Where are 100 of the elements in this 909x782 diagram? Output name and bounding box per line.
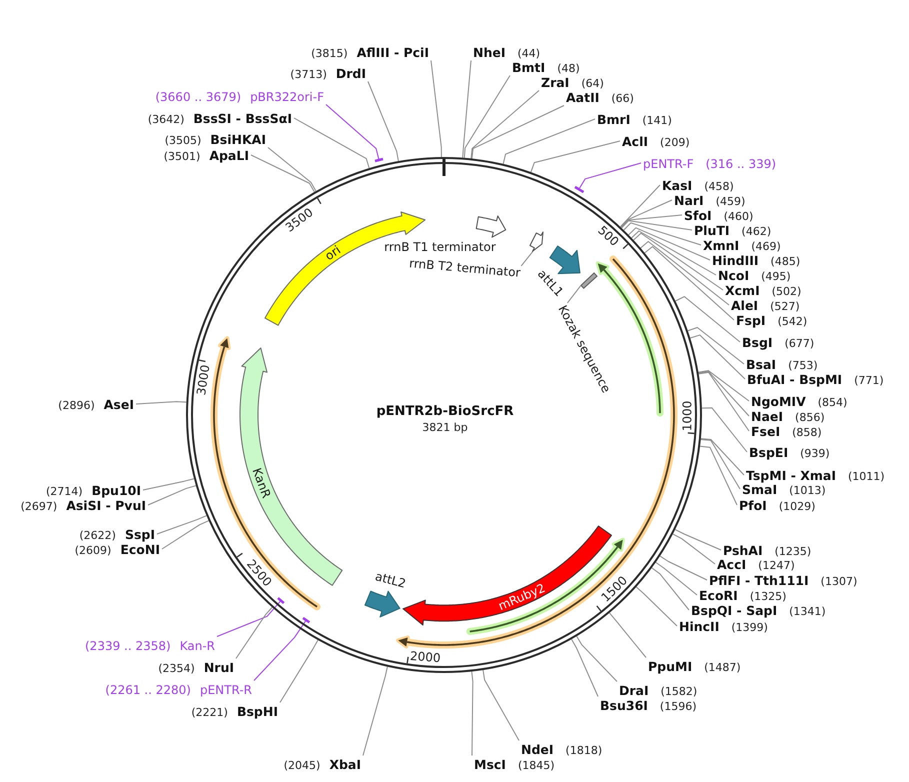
- cut-site-position: (3505): [164, 132, 202, 148]
- leader-line: [609, 612, 646, 658]
- cut-site-position: (2622): [79, 528, 116, 542]
- cut-site-position: (527): [770, 298, 800, 314]
- cut-site-position: (2896): [58, 398, 95, 412]
- leader-line: [636, 586, 678, 626]
- cut-site-position: (2714): [46, 484, 83, 498]
- leader-line: [620, 200, 672, 228]
- enzyme-name: FseI: [751, 424, 780, 438]
- cut-site-position: (1011): [848, 468, 885, 484]
- leader-line: [660, 556, 708, 580]
- enzyme-name: NaeI: [751, 408, 784, 424]
- enzyme-name: BssSI - BssSαI: [193, 110, 292, 126]
- cut-site-position: (2609): [74, 542, 112, 558]
- leader-line: [216, 601, 281, 637]
- leader-line: [633, 232, 724, 290]
- primer-marker: [301, 616, 312, 624]
- leader-line: [698, 370, 750, 416]
- tick-label: 1000: [680, 400, 694, 431]
- leader-line: [631, 230, 716, 276]
- enzyme-name: BmtI: [512, 60, 546, 74]
- leader-line: [148, 485, 196, 506]
- feature-block: [535, 244, 582, 300]
- enzyme-name: ZraI: [541, 74, 570, 90]
- enzyme-name: DrdI: [336, 66, 366, 80]
- cut-site-position: (462): [742, 224, 772, 238]
- enzyme-name: MscI: [474, 756, 506, 772]
- enzyme-name: XcmI: [725, 282, 760, 298]
- cut-site-position: (854): [818, 394, 848, 410]
- leader-line: [326, 104, 380, 160]
- primer-marker: [373, 157, 386, 164]
- cut-site-position: (3815): [311, 46, 348, 60]
- enzyme-name: NheI: [473, 44, 506, 60]
- leader-line: [520, 251, 534, 266]
- primer-range: (2339 .. 2358): [85, 638, 171, 654]
- terminator-block: [529, 231, 544, 253]
- enzyme-name: BspHI: [236, 704, 278, 718]
- enzyme-name: TspMI - XmaI: [746, 468, 836, 482]
- leader-line: [471, 671, 474, 756]
- tick-label: 3000: [194, 364, 213, 396]
- cut-site-position: (1341): [789, 604, 826, 618]
- enzyme-name: EcoNI: [120, 542, 160, 556]
- cut-site-position: (458): [704, 178, 734, 194]
- enzyme-name: BsaI: [746, 356, 776, 372]
- enzyme-name: AleI: [731, 298, 758, 312]
- enzyme-name: EcoRI: [699, 588, 738, 602]
- feature-label: KanR: [249, 466, 274, 500]
- leader-line: [142, 478, 194, 490]
- leader-line: [687, 326, 744, 364]
- enzyme-name: PshAI: [723, 542, 763, 558]
- leader-line: [502, 118, 596, 164]
- cut-site-position: (459): [716, 194, 746, 208]
- enzyme-name: Bpu10I: [92, 482, 141, 498]
- leader-line: [640, 240, 730, 306]
- leader-line: [620, 214, 682, 228]
- cut-site-position: (141): [642, 112, 672, 128]
- enzyme-name: NarI: [674, 192, 704, 208]
- cut-site-position: (1235): [774, 544, 812, 558]
- leader-line: [698, 372, 750, 432]
- cut-site-position: (64): [581, 76, 604, 90]
- leader-line: [672, 534, 716, 564]
- cut-site-position: (485): [770, 254, 800, 268]
- leader-line: [530, 140, 620, 173]
- leader-line: [571, 638, 598, 697]
- feature-label: ori: [322, 242, 344, 264]
- leader-line: [700, 446, 738, 506]
- leader-line: [566, 285, 582, 304]
- plasmid-length: 3821 bp: [422, 421, 468, 434]
- enzyme-name: PluTI: [694, 222, 730, 238]
- cut-site-position: (495): [761, 268, 791, 284]
- cut-site-position: (48): [557, 60, 580, 76]
- enzyme-name: XmnI: [703, 238, 740, 252]
- enzyme-name: KasI: [662, 178, 692, 192]
- leader-line: [576, 636, 618, 682]
- enzyme-name: HincII: [679, 618, 720, 634]
- leader-line: [674, 529, 722, 550]
- leader-line: [430, 60, 442, 158]
- cut-site-position: (856): [795, 410, 825, 424]
- feature-block: [239, 347, 344, 587]
- enzyme-name: FspI: [736, 312, 766, 328]
- cut-site-position: (677): [784, 336, 814, 350]
- leader-line: [471, 105, 564, 160]
- cut-site-position: (2354): [158, 660, 195, 676]
- cut-site-position: (858): [792, 424, 822, 440]
- leader-line: [655, 562, 698, 596]
- enzyme-name: AseI: [104, 396, 134, 412]
- leader-line: [482, 670, 520, 741]
- cut-site-position: (66): [611, 90, 634, 106]
- terminator-block: [384, 215, 507, 254]
- cut-site-position: (1818): [566, 742, 602, 758]
- enzyme-name: ApaLI: [209, 148, 249, 162]
- leader-line: [136, 401, 187, 404]
- enzyme-name: NgoMIV: [751, 394, 806, 408]
- leader-line: [579, 162, 642, 189]
- enzyme-name: NdeI: [521, 742, 554, 756]
- cut-site-position: (502): [772, 284, 802, 298]
- cut-site-position: (1013): [789, 482, 826, 498]
- leader-line: [156, 515, 207, 534]
- cut-site-position: (1399): [731, 620, 768, 634]
- tick-label: 2000: [410, 649, 442, 666]
